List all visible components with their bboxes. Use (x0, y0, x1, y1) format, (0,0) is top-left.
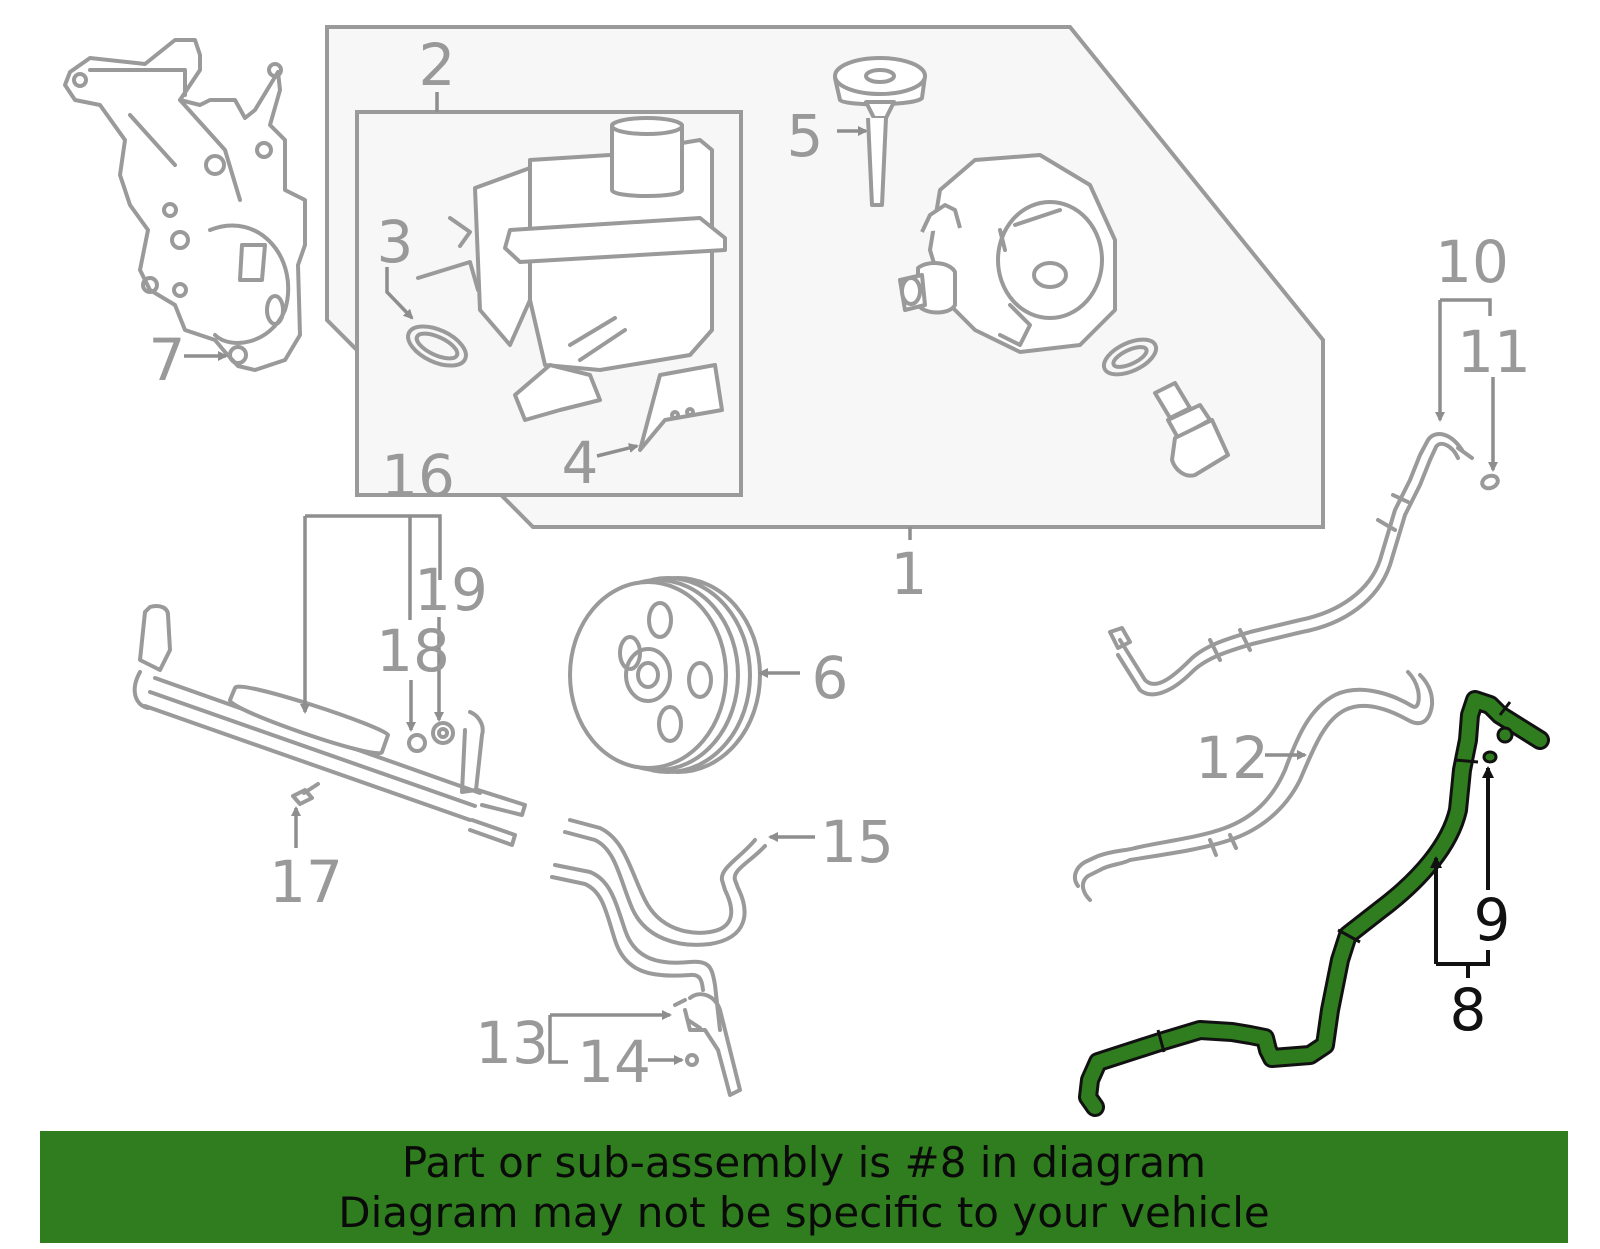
callout-7: 7 (149, 326, 186, 394)
return-tubes-drawing (550, 818, 767, 1097)
reservoir-drawing (416, 116, 727, 452)
fitting-drawing (1153, 381, 1230, 478)
nut-18-drawing (407, 733, 427, 753)
callout-1: 1 (891, 540, 928, 608)
callout-17: 17 (269, 848, 343, 916)
hose-8-highlighted (1078, 690, 1550, 1117)
callout-2: 2 (419, 31, 456, 99)
seal-9-drawing (1482, 750, 1498, 764)
seal-11-drawing (1480, 473, 1500, 491)
callout-8: 8 (1450, 976, 1487, 1044)
cooler-drawing (132, 604, 527, 847)
callout-3: 3 (377, 208, 414, 276)
callout-numbers: 1 2 3 4 5 6 7 8 9 10 11 12 13 14 15 16 1… (149, 31, 1531, 1096)
pulley-drawing (568, 576, 762, 774)
callout-12: 12 (1195, 724, 1269, 792)
o-ring-drawing (406, 324, 468, 368)
seal-14-drawing (685, 1053, 699, 1067)
callout-14: 14 (577, 1028, 651, 1096)
callout-9: 9 (1474, 886, 1511, 954)
callout-4: 4 (562, 429, 599, 497)
pump-o-ring-inner (1111, 345, 1149, 369)
hose-12-drawing (1072, 670, 1435, 902)
o-ring-inner (414, 331, 460, 361)
hose-10-drawing (1108, 432, 1474, 697)
leader-lines (184, 126, 1498, 1065)
pump-o-ring-drawing (1101, 337, 1159, 377)
callout-15: 15 (820, 808, 894, 876)
callout-18: 18 (376, 617, 450, 685)
callout-6: 6 (812, 644, 849, 712)
callout-16: 16 (381, 442, 455, 510)
banner-line-1: Part or sub-assembly is #8 in diagram (401, 1138, 1207, 1187)
nut-19-hole (437, 727, 449, 739)
callout-11: 11 (1457, 318, 1531, 386)
callout-10: 10 (1435, 228, 1509, 296)
bolt-drawing (291, 782, 320, 806)
pump-drawing (898, 153, 1117, 354)
nut-19-drawing (431, 721, 455, 745)
callout-19: 19 (414, 556, 488, 624)
cap-drawing (833, 56, 927, 207)
callout-5: 5 (787, 102, 824, 170)
bracket-drawing (63, 38, 307, 372)
callout-13: 13 (475, 1009, 549, 1077)
banner-line-2: Diagram may not be specific to your vehi… (338, 1188, 1270, 1237)
info-banner: Part or sub-assembly is #8 in diagram Di… (40, 1131, 1568, 1243)
